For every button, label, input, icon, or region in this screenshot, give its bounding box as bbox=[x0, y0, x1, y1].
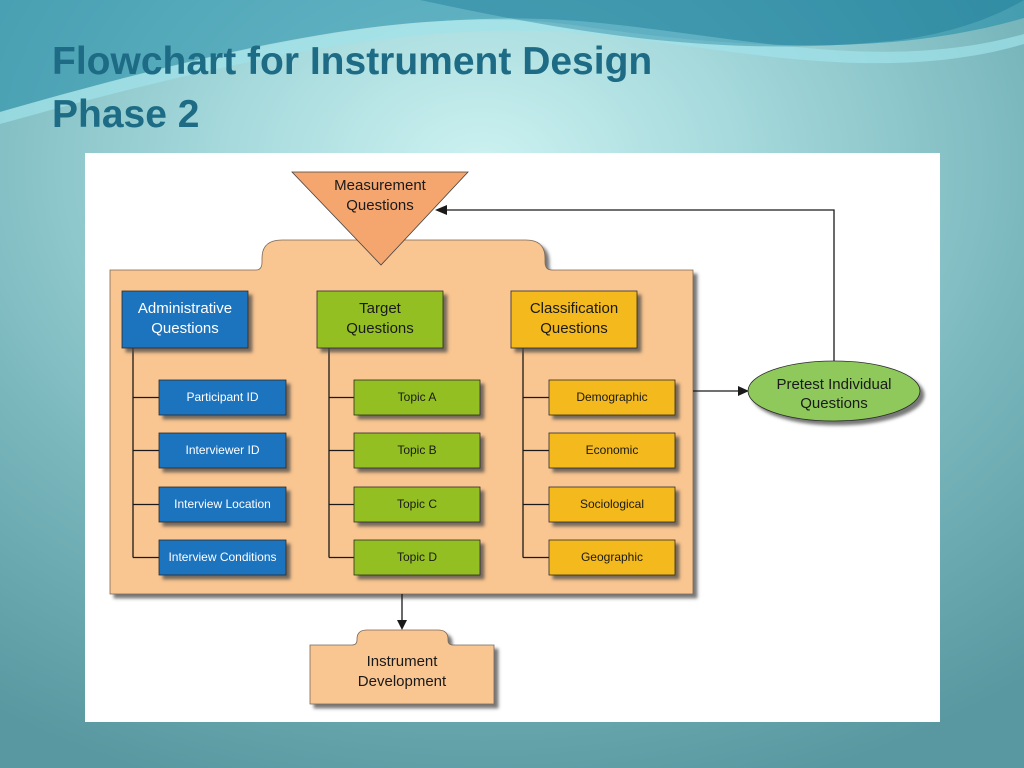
geographic-box bbox=[548, 539, 676, 576]
instrument-arrowhead bbox=[397, 620, 407, 630]
interview-conditions-label: Interview Conditions bbox=[168, 550, 276, 564]
participant-id-box bbox=[158, 379, 287, 416]
classification-questions-label-line-2: Questions bbox=[540, 320, 608, 337]
topic-c-box bbox=[353, 486, 481, 523]
administrative-questions-box bbox=[121, 290, 249, 349]
geographic-label: Geographic bbox=[581, 550, 643, 564]
economic-label: Economic bbox=[586, 443, 639, 457]
classification-questions-column: Classification Questions Demographic Eco… bbox=[510, 290, 676, 576]
topic-d-box bbox=[353, 539, 481, 576]
topic-d-label: Topic D bbox=[397, 550, 437, 564]
slide-title: Flowchart for Instrument Design Phase 2 bbox=[52, 35, 652, 141]
topic-a-label: Topic A bbox=[398, 390, 437, 404]
instrument-development-label-line-1: Instrument bbox=[367, 653, 439, 670]
topic-b-label: Topic B bbox=[397, 443, 436, 457]
feedback-arrowhead bbox=[435, 205, 447, 215]
slide-title-line-1: Flowchart for Instrument Design bbox=[52, 40, 653, 83]
target-questions-label-line-1: Target bbox=[359, 300, 402, 317]
pretest-individual-questions-ellipse bbox=[747, 360, 921, 422]
interviewer-id-box bbox=[158, 432, 287, 469]
pretest-individual-questions-label-line-2: Questions bbox=[800, 395, 868, 412]
interview-location-label: Interview Location bbox=[174, 497, 271, 511]
sociological-label: Sociological bbox=[580, 497, 644, 511]
classification-questions-label-line-1: Classification bbox=[530, 300, 618, 317]
sociological-box bbox=[548, 486, 676, 523]
topic-c-label: Topic C bbox=[397, 497, 437, 511]
topic-a-box bbox=[353, 379, 481, 416]
measurement-questions-label-line-2: Questions bbox=[346, 197, 414, 214]
interview-location-box bbox=[158, 486, 287, 523]
target-questions-label-line-2: Questions bbox=[346, 320, 414, 337]
classification-questions-box bbox=[510, 290, 638, 349]
slide-title-line-2: Phase 2 bbox=[52, 93, 200, 136]
background-wave bbox=[0, 0, 1024, 112]
instrument-development-box bbox=[309, 629, 495, 705]
pretest-individual-questions-label-line-1: Pretest Individual bbox=[776, 376, 891, 393]
measurement-questions-triangle bbox=[291, 171, 469, 266]
economic-box bbox=[548, 432, 676, 469]
background-wave bbox=[420, 0, 1024, 47]
pretest-arrowhead bbox=[738, 386, 749, 396]
instrument-development-label-line-2: Development bbox=[358, 673, 447, 690]
demographic-box bbox=[548, 379, 676, 416]
measurement-questions-label-line-1: Measurement bbox=[334, 177, 427, 194]
feedback-connector bbox=[446, 209, 835, 361]
interview-conditions-box bbox=[158, 539, 287, 576]
administrative-questions-label-line-1: Administrative bbox=[138, 300, 232, 317]
participant-id-label: Participant ID bbox=[186, 390, 258, 404]
target-questions-box bbox=[316, 290, 444, 349]
target-questions-column: Target Questions Topic A Topic B Topic C… bbox=[316, 290, 481, 576]
administrative-questions-label-line-2: Questions bbox=[151, 320, 219, 337]
demographic-label: Demographic bbox=[576, 390, 647, 404]
interviewer-id-label: Interviewer ID bbox=[185, 443, 259, 457]
background-wave bbox=[0, 18, 1024, 124]
administrative-questions-column: Administrative Questions Participant ID … bbox=[121, 290, 287, 576]
topic-b-box bbox=[353, 432, 481, 469]
